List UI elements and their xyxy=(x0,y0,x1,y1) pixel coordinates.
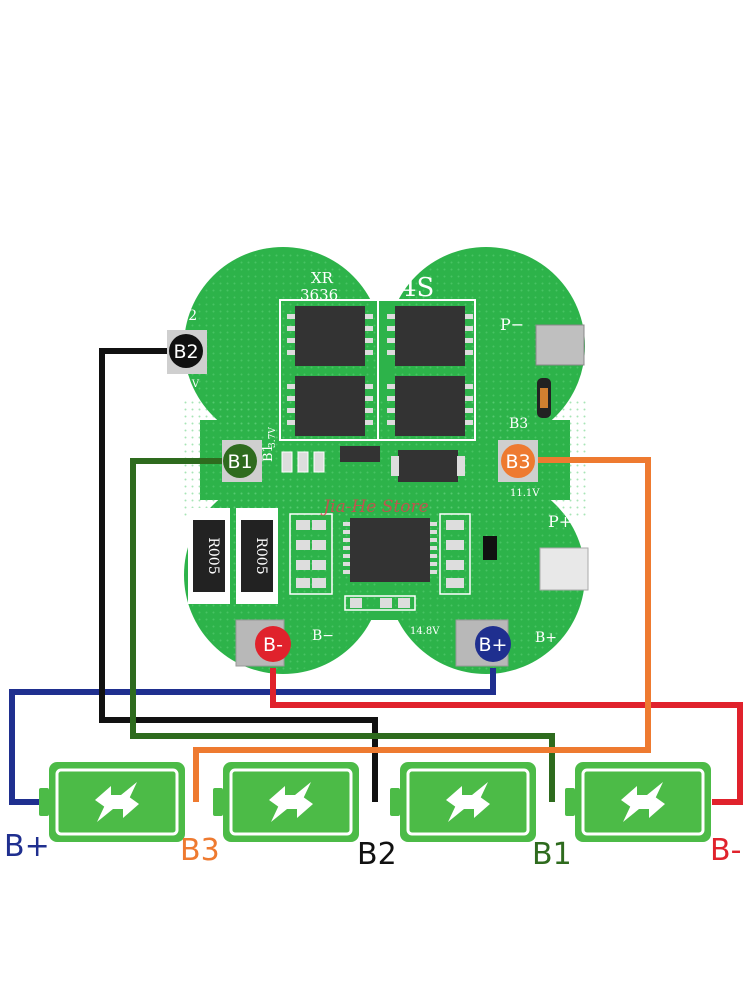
silk-b1-voltage: 3.7V xyxy=(268,427,278,448)
resistor-marking: R005 xyxy=(253,537,269,574)
wire-b-minus xyxy=(270,668,743,805)
pad-b1: B1 xyxy=(223,444,257,478)
pad-b1-label: B1 xyxy=(227,451,252,473)
resistor-marking: R005 xyxy=(205,537,221,574)
silk-b3: B3 xyxy=(509,416,528,432)
pad-b-minus: B- xyxy=(255,626,291,662)
silk-total-voltage: 14.8V xyxy=(410,626,440,637)
pad-b-minus-label: B- xyxy=(263,634,283,656)
wire-b3 xyxy=(193,457,651,802)
terminal-b3-label: B3 xyxy=(180,833,220,868)
silk-b2: B2 xyxy=(178,308,197,324)
silk-b3-voltage: 11.1V xyxy=(510,488,540,499)
silk-p-plus: P+ xyxy=(548,512,572,531)
pad-b3: B3 xyxy=(501,444,535,478)
terminal-b-plus-label: B+ xyxy=(4,829,50,864)
silk-b2-voltage: 7.4V xyxy=(176,379,200,390)
silk-b-minus: B− xyxy=(312,628,334,644)
pad-b2-label: B2 xyxy=(173,341,198,363)
shunt-resistor: R005 xyxy=(236,508,278,604)
wiring xyxy=(9,348,743,805)
small-components xyxy=(281,324,589,591)
terminal-b2-label: B2 xyxy=(357,837,397,872)
chip-marking-line-2: 3636 xyxy=(300,286,338,304)
battery-cell xyxy=(39,762,185,842)
mosfet-chip xyxy=(287,376,373,436)
pad-b2: B2 xyxy=(169,334,203,368)
pad-b-plus-label: B+ xyxy=(479,634,508,656)
chip-marking-line-1: XR xyxy=(311,269,334,287)
pad-b3-label: B3 xyxy=(505,451,530,473)
silk-p-minus: P− xyxy=(500,315,524,334)
wire-b-plus xyxy=(9,668,496,805)
store-watermark: Jia-He Store xyxy=(320,497,428,517)
battery-cell xyxy=(390,762,536,842)
series-marking: 4S xyxy=(400,273,434,303)
mosfet-group xyxy=(279,299,476,441)
battery-cell xyxy=(213,762,359,842)
mosfet-chip xyxy=(387,306,473,366)
shunt-resistor: R005 xyxy=(188,508,230,604)
silk-b-plus: B+ xyxy=(535,630,557,646)
battery-cell xyxy=(565,762,711,842)
terminal-b1-label: B1 xyxy=(532,837,572,872)
mosfet-chip xyxy=(287,306,373,366)
pad-b-plus: B+ xyxy=(475,626,511,662)
wire-b1 xyxy=(130,458,555,802)
silk-b1: B1 xyxy=(261,444,276,462)
terminal-b-minus-label: B- xyxy=(710,833,741,868)
mosfet-chip xyxy=(387,376,473,436)
protection-ic xyxy=(289,513,471,611)
